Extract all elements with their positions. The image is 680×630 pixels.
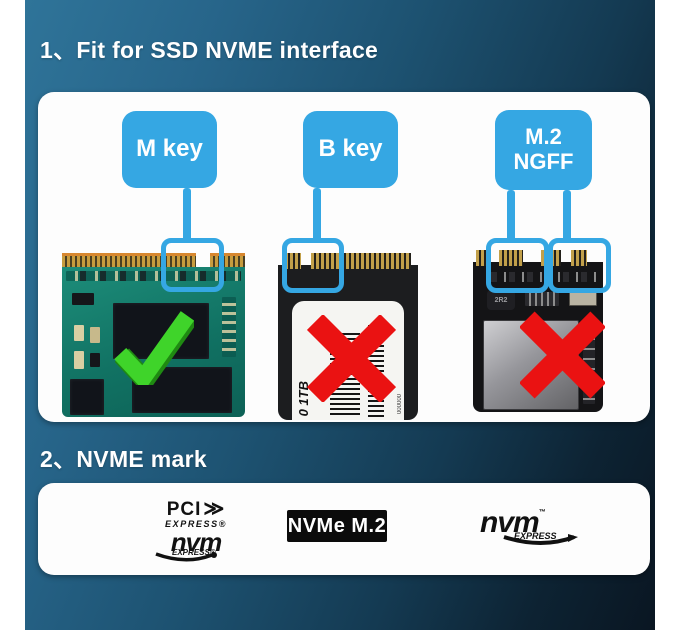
nvm-express-subtext: EXPRESS xyxy=(514,531,557,541)
callout-line xyxy=(313,188,321,242)
nvm-express-subtext: EXPRESS® xyxy=(172,548,216,557)
callout-m-key: M key xyxy=(122,111,217,188)
ngff-m-notch-highlight xyxy=(548,238,611,293)
nvm-express-logo: nvm™ EXPRESS xyxy=(480,506,590,553)
callout-ngff-line1: M.2 xyxy=(525,124,562,150)
callout-line xyxy=(563,190,571,242)
ssd-m-key-photo xyxy=(62,253,245,417)
callout-b-key: B key xyxy=(303,111,398,188)
inductor-2r2: 2R2 xyxy=(487,290,515,310)
nvm-text: nvm xyxy=(170,527,222,557)
smd-components-row xyxy=(525,292,559,306)
smd-components-row xyxy=(66,271,241,281)
swoosh-icon xyxy=(155,552,217,562)
gold-fingers xyxy=(285,253,301,269)
smd-components-column xyxy=(222,297,236,357)
pci-express-wordmark: PCI ≫ xyxy=(116,499,276,519)
callout-ngff-line2: NGFF xyxy=(513,149,574,174)
smd-component xyxy=(74,351,84,369)
gold-fingers xyxy=(311,253,411,269)
pci-text: PCI xyxy=(166,498,202,520)
check-icon xyxy=(114,311,194,385)
callout-line xyxy=(507,190,515,242)
smd-components-row xyxy=(479,272,597,282)
marks-panel: PCI ≫ EXPRESS® nvm EXPRESS® NVMe M.2 nvm… xyxy=(38,483,650,575)
gold-fingers xyxy=(571,250,587,266)
b-key-notch-highlight xyxy=(282,238,344,293)
smd-component xyxy=(74,325,84,341)
nvme-m2-badge: NVMe M.2 xyxy=(287,510,387,542)
m-key-notch-highlight xyxy=(161,238,224,292)
cross-icon xyxy=(307,315,396,402)
pci-express-nvm-logo: PCI ≫ EXPRESS® nvm EXPRESS® xyxy=(116,499,276,563)
callout-ngff: M.2 NGFF xyxy=(495,110,592,190)
cross-icon xyxy=(520,311,605,399)
section-1-title: 1、Fit for SSD NVME interface xyxy=(40,37,379,63)
barcode-digits: 000000 xyxy=(397,393,403,414)
pcie-arrow-icon: ≫ xyxy=(203,498,226,520)
callout-line xyxy=(183,188,191,242)
smd-component xyxy=(72,293,94,305)
gold-fingers xyxy=(499,250,523,266)
nvm-text: nvm xyxy=(480,506,540,539)
section-2-title: 2、NVME mark xyxy=(40,446,207,472)
smd-component xyxy=(90,353,100,367)
swoosh-icon xyxy=(503,534,578,545)
pci-express-subtext: EXPRESS® xyxy=(165,519,227,529)
interface-panel: 0 1TB 000000 2R2 M key B key M.2 xyxy=(38,92,650,422)
controller-chip xyxy=(70,379,104,415)
ngff-b-notch-highlight xyxy=(486,238,549,293)
gold-fingers xyxy=(210,253,245,269)
smd-component xyxy=(90,327,100,343)
nvm-express-wordmark: nvm EXPRESS® xyxy=(116,529,276,563)
trademark-symbol: ™ xyxy=(538,509,546,516)
